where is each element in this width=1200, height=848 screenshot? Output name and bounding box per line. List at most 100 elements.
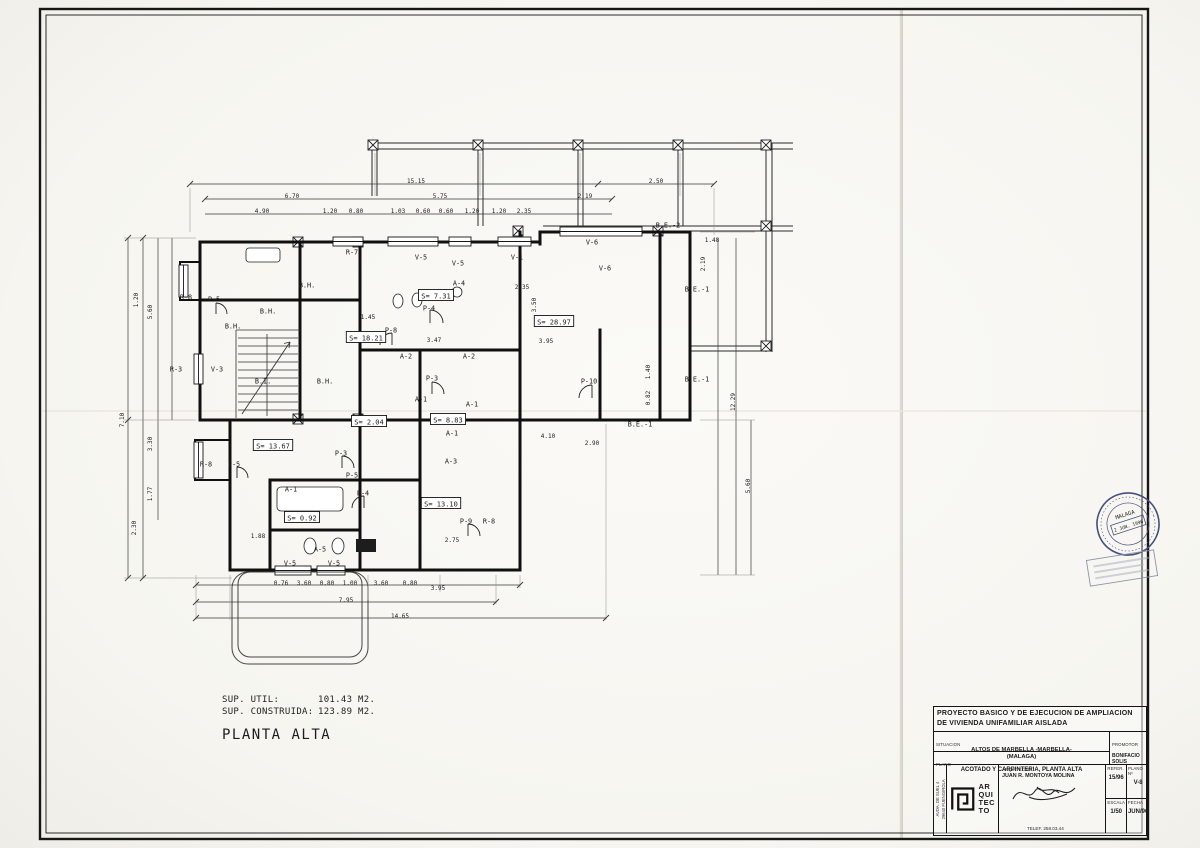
escala-label: ESCALA	[1107, 800, 1125, 806]
plano-value: ACOTADO Y CARPINTERIA, PLANTA ALTA	[960, 767, 1083, 773]
promotor-cell: PROMOTOR BONIFACIO SOLIS	[1110, 732, 1147, 765]
area-summary: SUP. UTIL: 101.43 M2. SUP. CONSTRUIDA: 1…	[222, 694, 375, 743]
plan-title: PLANTA ALTA	[222, 727, 332, 743]
room-area-label: S= 13.67	[252, 439, 294, 451]
address-line-1: AVDA. DE SUEL 4	[934, 781, 940, 817]
element-label: A-1	[285, 485, 297, 493]
svg-text:S= 18.21: S= 18.21	[349, 335, 383, 343]
plano-num-value: V-8	[1133, 780, 1143, 786]
dimension-label: 1.20	[133, 292, 140, 307]
dimension-label: 0.80	[403, 580, 418, 587]
refer-value: 15/96	[1108, 775, 1124, 781]
room-area-label: S= 18.21	[345, 331, 387, 343]
sup-util-label: SUP. UTIL:	[222, 695, 280, 705]
dimension-label: 1.20	[492, 208, 507, 215]
element-label: B.E.-1	[685, 375, 710, 383]
stamp-city: MALAGA	[1115, 509, 1136, 521]
arquitecto-label: ARQUITECTO:	[1002, 767, 1033, 772]
room-area-label: S= 8.83	[430, 413, 467, 425]
element-label: V-5	[452, 259, 464, 267]
logo-letter-row: TEC	[978, 798, 995, 808]
dimension-label: 3.60	[297, 580, 312, 587]
dimension-label: 7.95	[339, 597, 354, 604]
dimension-label: 15.15	[407, 178, 425, 185]
sheet-border-outer	[38, 7, 1150, 841]
spiral-logo-icon	[951, 787, 975, 811]
escala-value: 1/50	[1110, 809, 1123, 816]
svg-text:S= 13.67: S= 13.67	[256, 443, 290, 451]
dimension-label: 1.45	[361, 314, 376, 321]
dimension-label: 0.82	[645, 390, 652, 405]
svg-text:S= 2.04: S= 2.04	[354, 419, 384, 427]
dimension-label: 5.60	[147, 304, 154, 319]
svg-text:S= 13.10: S= 13.10	[424, 501, 458, 509]
element-label: A-2	[463, 352, 475, 360]
dimension-label: 2.35	[515, 284, 530, 291]
plano-cell: PLANO ACOTADO Y CARPINTERIA, PLANTA ALTA	[934, 752, 1110, 773]
dimension-label: 1.20	[323, 208, 338, 215]
dimension-label: 2.19	[578, 193, 593, 200]
sheet-border-inner	[45, 14, 1143, 834]
element-label: R-3	[170, 365, 182, 373]
room-area-label: S= 0.92	[284, 511, 321, 523]
logo-letters: AR QUI TEC TO	[979, 783, 996, 815]
room-area-label: S= 2.04	[351, 415, 388, 427]
dimension-label: 1.48	[705, 237, 720, 244]
svg-text:S= 8.83: S= 8.83	[433, 417, 463, 425]
refer-label: REFER.	[1107, 766, 1124, 771]
reference-grid: REFER. 15/96 PLANO Nº V-8 ESCALA 1/50 FE…	[1106, 765, 1150, 834]
dimension-label: 3.95	[539, 338, 554, 345]
promotor-value: BONIFACIO SOLIS	[1112, 753, 1140, 765]
element-label: V-5	[328, 559, 340, 567]
logo-letter-row: TO	[978, 806, 990, 816]
element-label: R-8	[483, 517, 495, 525]
sup-construida-label: SUP. CONSTRUIDA:	[222, 707, 314, 717]
dimension-label: 1.03	[391, 208, 406, 215]
walls	[179, 230, 692, 572]
situacion-value: ALTOS DE MARBELLA -MARBELLA- (MALAGA)	[971, 747, 1072, 761]
sup-construida-value: 123.89 M2.	[318, 707, 376, 717]
element-label: P-9	[460, 517, 472, 525]
dimension-label: 3.50	[531, 297, 538, 312]
staircase	[235, 329, 300, 418]
element-label: V-5	[415, 253, 427, 261]
title-block: PROYECTO BASICO Y DE EJECUCION DE AMPLIA…	[933, 706, 1150, 836]
dimension-label: 1.40	[645, 364, 652, 379]
logo-letter-row: QUI	[978, 790, 994, 800]
element-label: A-4	[453, 279, 465, 287]
dimension-lines	[124, 153, 755, 622]
plano-label: PLANO	[936, 762, 952, 767]
room-area-label: S= 28.97	[533, 315, 575, 327]
element-label: V-5	[284, 559, 296, 567]
element-label: B.E.-1	[685, 285, 710, 293]
element-label: V-3	[211, 365, 223, 373]
dimension-label: 0.76	[274, 580, 289, 587]
architect-logo-cell: AR QUI TEC TO	[947, 765, 999, 834]
project-title: PROYECTO BASICO Y DE EJECUCION DE AMPLIA…	[934, 707, 1146, 732]
svg-text:S= 28.97: S= 28.97	[537, 319, 571, 327]
element-label: P-3	[426, 374, 438, 382]
element-label: B.H.	[317, 377, 333, 385]
pergola-beams	[371, 142, 793, 352]
element-label: P-8	[385, 326, 397, 334]
refer-cell: REFER. 15/96	[1106, 765, 1127, 800]
room-area-label: S= 13.10	[420, 497, 462, 509]
logo-letter-row: AR	[978, 782, 991, 792]
dimension-label: 0.80	[349, 208, 364, 215]
svg-text:S= 7.31: S= 7.31	[421, 293, 451, 301]
college-stamp: MALAGA 2 JUN. 1996	[1096, 492, 1160, 556]
element-label: B.H.	[299, 281, 315, 289]
sup-construida-row: SUP. CONSTRUIDA: 123.89 M2.	[222, 706, 375, 718]
dimension-label: 12.29	[730, 393, 737, 411]
fecha-cell: FECHA JUN/96	[1127, 799, 1149, 833]
element-label: V-6	[599, 264, 611, 272]
dimension-label: 2.19	[700, 256, 707, 271]
element-label: V-6	[586, 238, 598, 246]
element-label: B.H.	[225, 322, 241, 330]
situacion-label: SITUACION	[936, 742, 961, 747]
dimension-label: 2.30	[131, 520, 138, 535]
dimension-label: 14.65	[391, 613, 409, 620]
dimension-label: 6.70	[285, 193, 300, 200]
dimension-label: 2.75	[445, 537, 460, 544]
plano-num-label: PLANO Nº	[1127, 766, 1144, 776]
